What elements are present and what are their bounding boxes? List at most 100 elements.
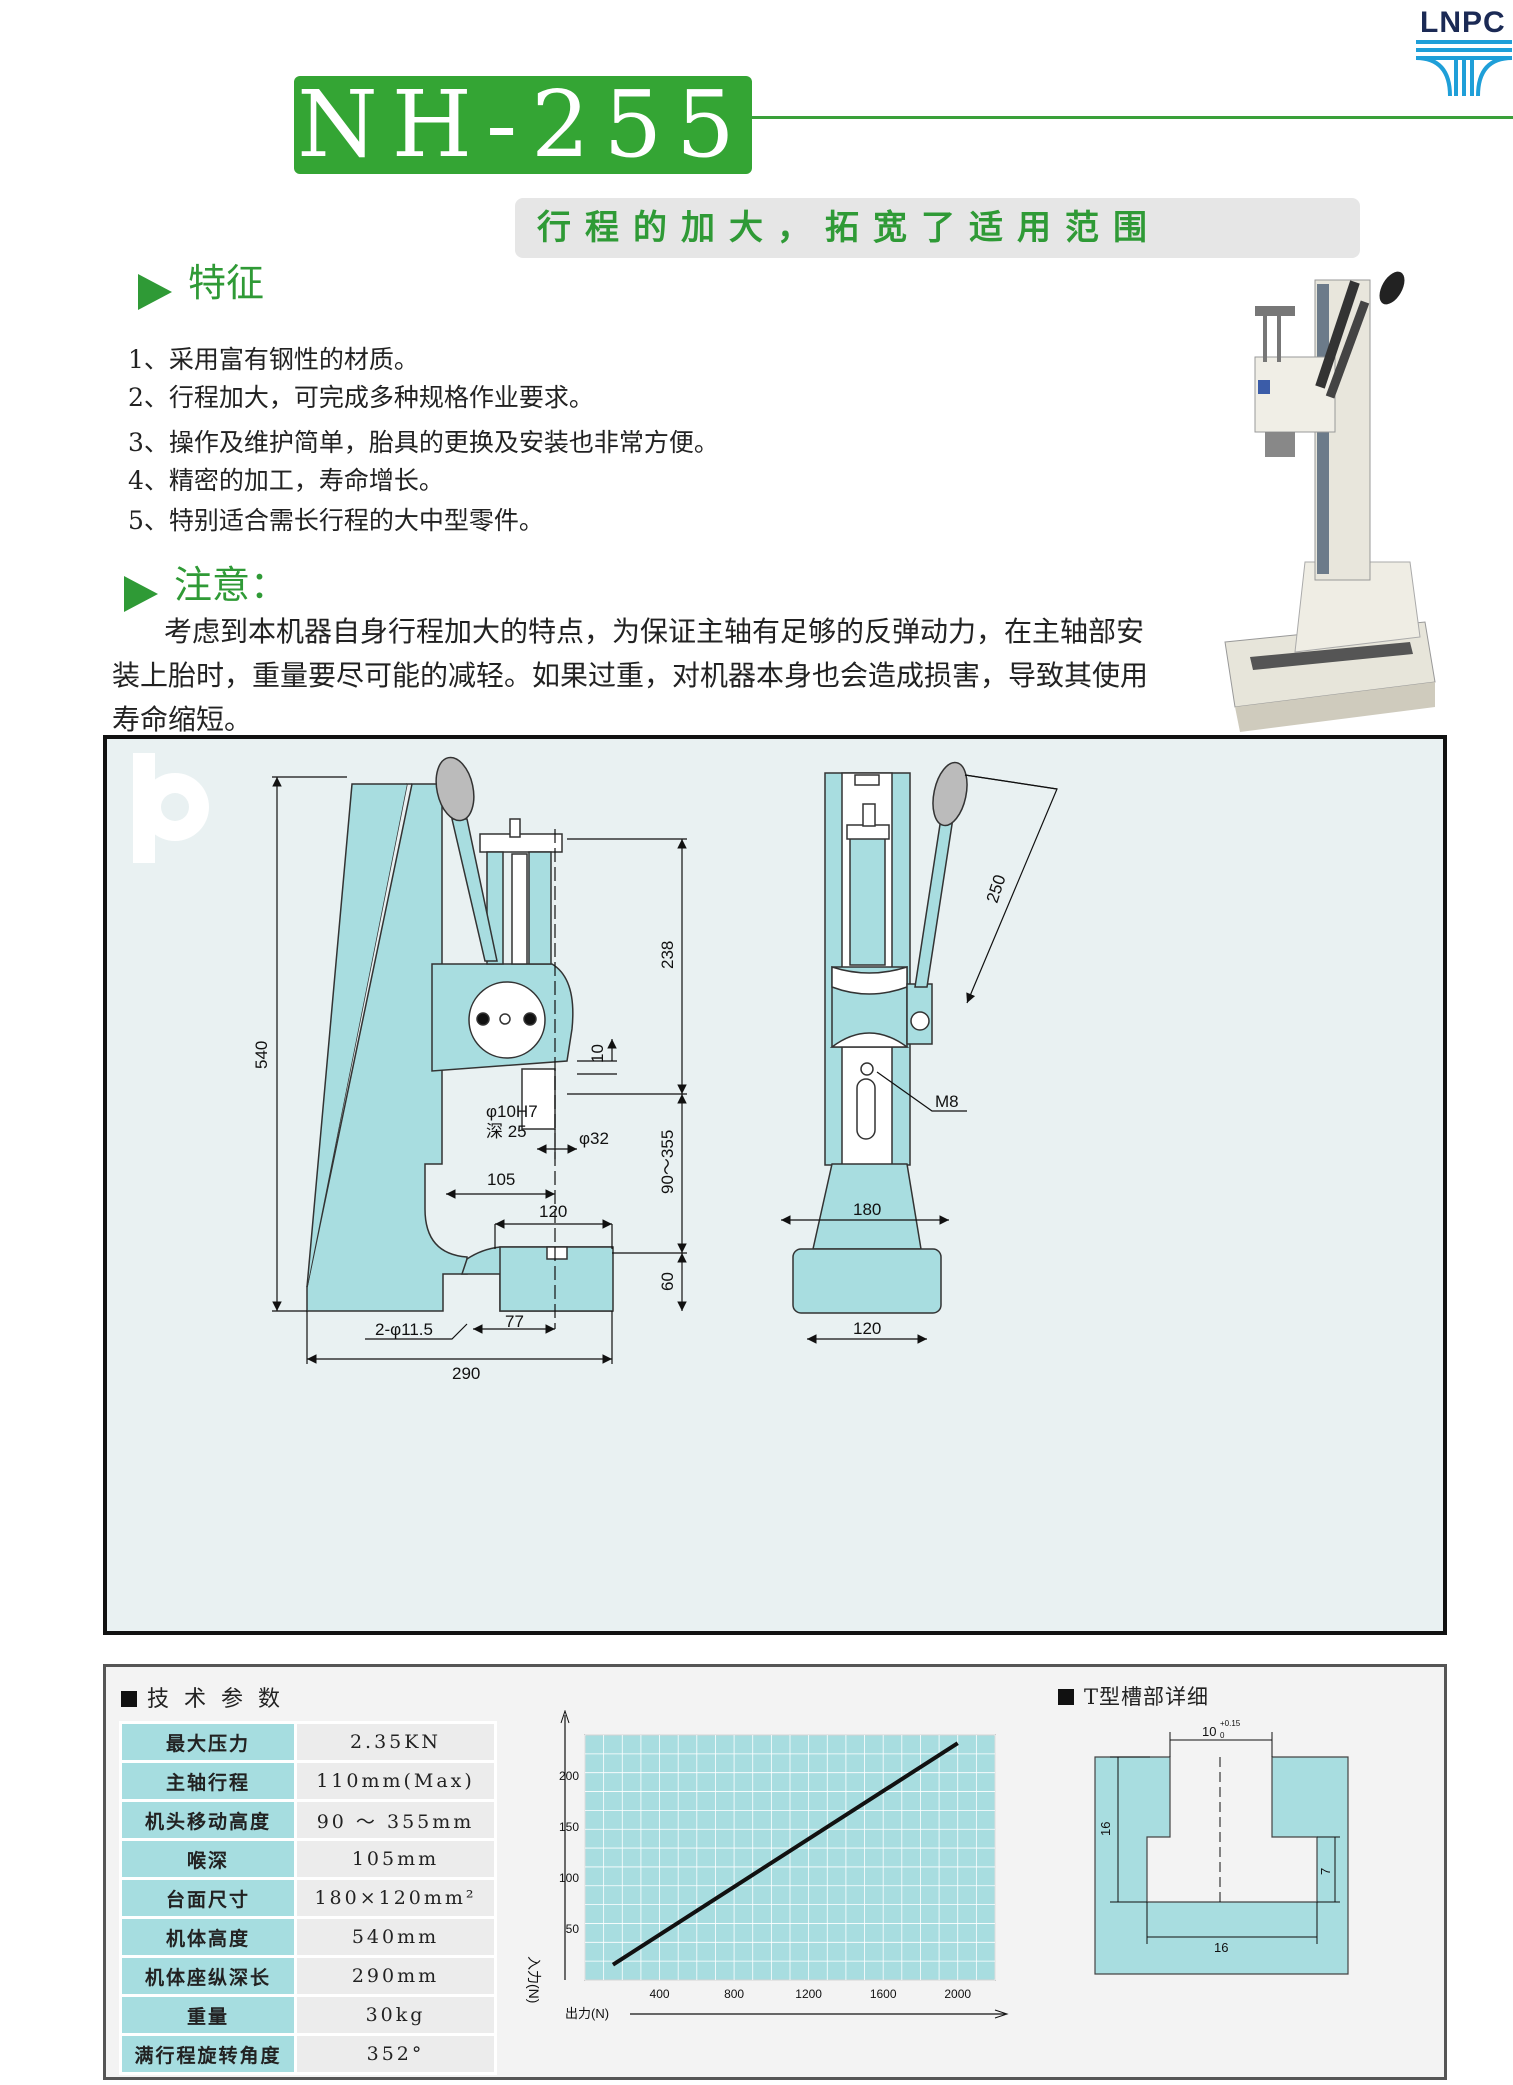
tslot-title-text: T型槽部详细	[1084, 1685, 1210, 1709]
x-axis-label: 出力(N)	[565, 2006, 609, 2021]
dimension-labels: 540 238 90～355 60 105 120 φ10H7 深 25 φ32…	[252, 872, 1010, 1383]
technical-drawing-panel: 540 238 90～355 60 105 120 φ10H7 深 25 φ32…	[103, 735, 1447, 1635]
spec-value: 290mm	[294, 1955, 497, 1997]
tslot-tol: +0.15	[1220, 1719, 1241, 1728]
triangle-bullet-icon	[138, 273, 172, 310]
dimension-lines	[272, 774, 1058, 1364]
dim-238: 238	[658, 941, 677, 969]
dim-range: 90～355	[658, 1130, 677, 1194]
brand-logo-text: LNPC	[1420, 6, 1506, 39]
feature-item: 3、操作及维护简单，胎具的更换及安装也非常方便。	[128, 428, 719, 457]
dim-290: 290	[452, 1364, 480, 1383]
spec-key: 机头移动高度	[119, 1799, 297, 1841]
tslot-top-dim: 10	[1202, 1724, 1216, 1739]
feature-item: 4、精密的加工，寿命增长。	[128, 466, 444, 495]
dim-250: 250	[983, 872, 1010, 905]
y-tick-label: 50	[566, 1922, 580, 1936]
spec-value: 90 ～ 355mm	[294, 1799, 497, 1841]
y-tick-label: 200	[559, 1769, 579, 1783]
spec-key: 主轴行程	[119, 1760, 297, 1802]
tslot-h7: 7	[1318, 1868, 1333, 1875]
x-tick-label: 400	[650, 1987, 670, 2001]
notice-line: 寿命缩短。	[112, 703, 253, 736]
slogan-text: 行程的加大，拓宽了适用范围	[537, 208, 1161, 248]
brand-logo-icon	[1416, 40, 1513, 96]
spec-value: 352°	[294, 2033, 497, 2075]
dim-60: 60	[658, 1272, 677, 1291]
x-tick-label: 800	[724, 1987, 744, 2001]
notice-line: 考虑到本机器自身行程加大的特点，为保证主轴有足够的反弹动力，在主轴部安	[164, 615, 1145, 648]
x-tick-label: 2000	[944, 1987, 971, 2001]
dim-120-front: 120	[853, 1319, 881, 1338]
x-tick-label: 1200	[795, 1987, 822, 2001]
dim-m8: M8	[935, 1092, 959, 1111]
product-photo	[1224, 271, 1436, 732]
tslot-w16: 16	[1214, 1940, 1228, 1955]
feature-item: 5、特别适合需长行程的大中型零件。	[128, 506, 544, 535]
dim-depth: 深 25	[486, 1122, 527, 1141]
spec-key: 机体座纵深长	[119, 1955, 297, 1997]
features-heading: 特征	[138, 252, 264, 310]
technical-drawing: 540 238 90～355 60 105 120 φ10H7 深 25 φ32…	[133, 753, 1058, 1383]
notice-line: 装上胎时，重量要尽可能的减轻。如果过重，对机器本身也会造成损害，导致其使用	[112, 659, 1149, 692]
dim-180: 180	[853, 1200, 881, 1219]
feature-item: 1、采用富有钢性的材质。	[128, 345, 419, 374]
spec-value: 2.35KN	[294, 1721, 497, 1763]
side-view	[306, 756, 614, 1312]
slogan-banner	[515, 198, 1360, 258]
spec-title-text: 技 术 参 数	[147, 1687, 284, 1712]
watermark-logo	[133, 753, 209, 863]
feature-item: 2、行程加大，可完成多种规格作业要求。	[128, 383, 594, 412]
dim-105: 105	[487, 1170, 515, 1189]
tslot-title: T型槽部详细	[1058, 1681, 1209, 1711]
x-axis-arrow	[994, 2009, 1009, 2019]
spec-key: 最大压力	[119, 1721, 297, 1763]
spec-value: 30kg	[294, 1994, 497, 2036]
y-axis-label: 入力(N)	[526, 1956, 542, 2003]
front-view	[792, 761, 968, 1314]
dim-540: 540	[252, 1041, 271, 1069]
spec-key: 喉深	[119, 1838, 297, 1880]
dim-10: 10	[588, 1044, 607, 1063]
dim-hole: φ10H7	[486, 1102, 538, 1121]
dim-holes: 2-φ11.5	[375, 1320, 433, 1339]
model-banner	[294, 76, 752, 174]
header-rule	[740, 116, 1513, 119]
tslot-h16: 16	[1098, 1822, 1113, 1836]
triangle-bullet-icon	[124, 575, 158, 612]
spec-value: 105mm	[294, 1838, 497, 1880]
tslot-drawing: 10 +0.15 0 16 7 16	[1094, 1719, 1349, 1975]
spec-key: 重量	[119, 1994, 297, 2036]
dim-120: 120	[539, 1202, 567, 1221]
x-tick-label: 1600	[870, 1987, 897, 2001]
model-title: NH-255	[297, 71, 749, 178]
dim-77: 77	[505, 1312, 524, 1331]
y-axis-arrow	[560, 1710, 570, 1724]
notice-heading: 注意：	[124, 554, 288, 612]
spec-title: 技 术 参 数	[121, 1681, 284, 1713]
y-tick-label: 100	[559, 1871, 579, 1885]
square-bullet-icon	[1058, 1689, 1074, 1705]
spec-value: 110mm(Max)	[294, 1760, 497, 1802]
dim-shaft: φ32	[579, 1129, 609, 1148]
square-bullet-icon	[121, 1691, 137, 1707]
spec-key: 台面尺寸	[119, 1877, 297, 1919]
notice-title: 注意：	[174, 563, 289, 607]
spec-key: 满行程旋转角度	[119, 2033, 297, 2075]
series-line	[611, 1741, 959, 1967]
tslot-tol2: 0	[1220, 1731, 1225, 1740]
spec-value: 180×120mm²	[294, 1877, 497, 1919]
features-title: 特征	[188, 261, 265, 305]
spec-key: 机体高度	[119, 1916, 297, 1958]
